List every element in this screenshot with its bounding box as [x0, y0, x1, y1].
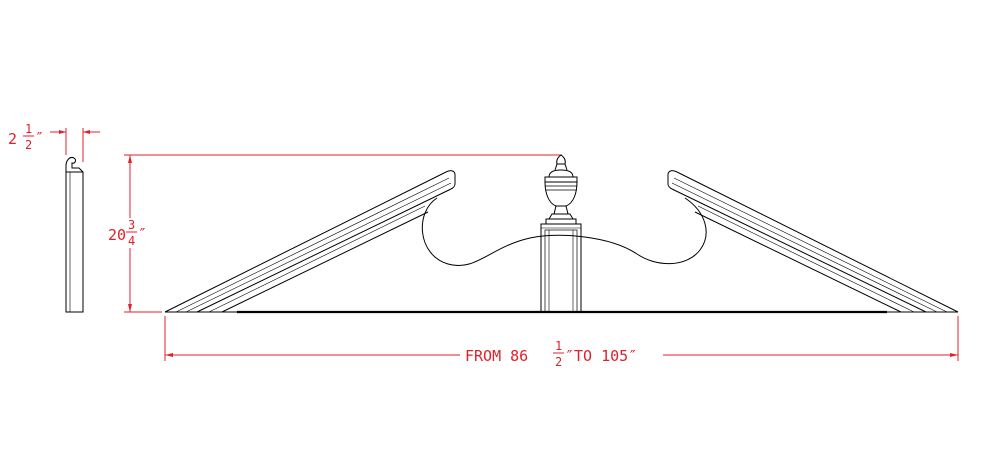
- svg-text:1: 1: [25, 122, 32, 136]
- center-plinth: [540, 223, 582, 313]
- profile-crown-molding: [65, 157, 84, 173]
- svg-text:FROM 86: FROM 86: [465, 347, 528, 365]
- left-rake: [164, 170, 456, 313]
- side-profile: [65, 157, 84, 313]
- height-dimension: [124, 154, 562, 313]
- svg-text:1: 1: [555, 339, 562, 353]
- depth-dimension: [50, 128, 100, 162]
- svg-text:2: 2: [555, 355, 562, 369]
- width-label: FROM 86 1 2 ″TO 105″: [465, 339, 637, 369]
- width-dimension: [164, 316, 959, 361]
- svg-text:″: ″: [35, 129, 44, 147]
- svg-text:3: 3: [128, 218, 135, 232]
- svg-text:4: 4: [128, 234, 135, 248]
- pediment-front: [164, 154, 959, 314]
- urn-finial: [544, 154, 578, 225]
- svg-text:2: 2: [8, 130, 17, 148]
- svg-text:″: ″: [138, 225, 147, 243]
- svg-text:20: 20: [108, 226, 126, 244]
- right-rake: [667, 170, 959, 313]
- svg-text:2: 2: [25, 138, 32, 152]
- swan-neck-curve: [421, 197, 707, 266]
- height-label: 20 3 4 ″: [108, 218, 147, 248]
- depth-label: 2 1 2 ″: [8, 122, 44, 152]
- svg-text:″TO 105″: ″TO 105″: [565, 347, 637, 365]
- profile-board: [65, 171, 84, 313]
